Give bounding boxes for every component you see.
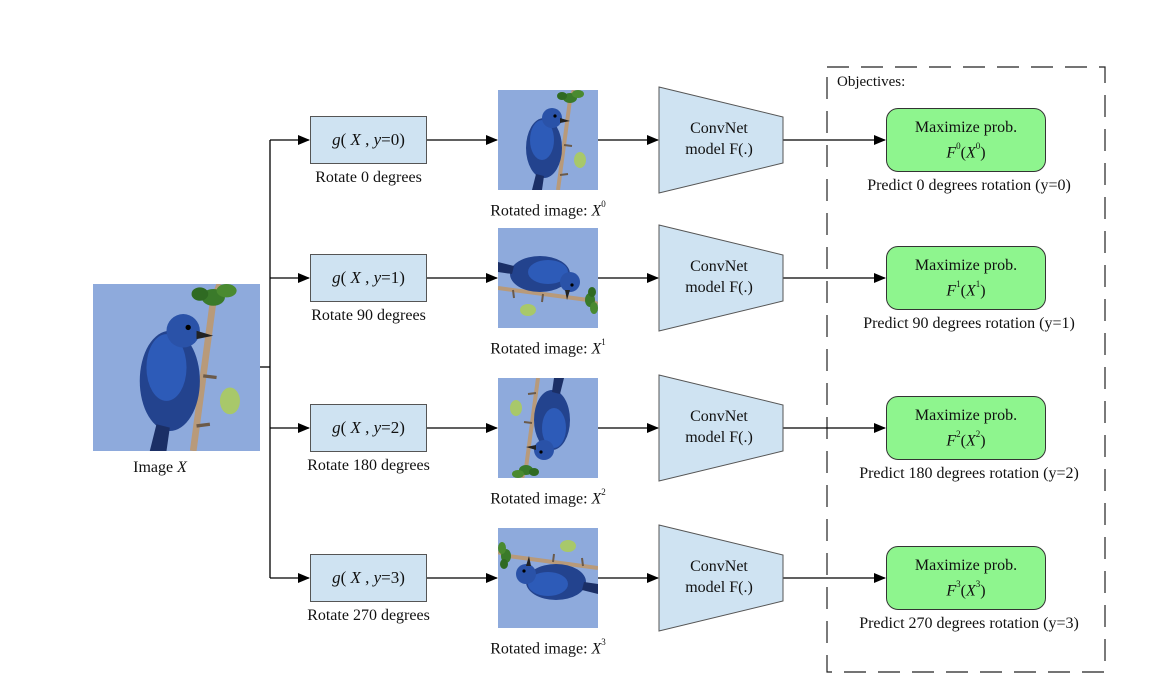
objective-f-sup: 3: [956, 578, 961, 589]
convnet-model: model F(.): [685, 429, 753, 446]
objective-box: Maximize prob. F1(X1): [886, 246, 1046, 310]
rotated-label-text: Rotated image:: [490, 640, 592, 658]
convnet-shape-2: [658, 374, 784, 482]
objective-box: Maximize prob. F2(X2): [886, 396, 1046, 460]
input-label-text: Image: [133, 459, 178, 476]
rotated-label-var: X: [591, 640, 602, 658]
convnet-label: ConvNet model F(.): [685, 256, 753, 298]
convnet-title: ConvNet: [690, 408, 748, 425]
rotated-label-var: X: [591, 202, 602, 220]
objective-formula: F1(X1): [946, 278, 986, 300]
convnet-model: model F(.): [685, 279, 753, 296]
objective-x-sup: 0: [975, 140, 981, 151]
input-image-label: Image X: [133, 458, 187, 478]
rotation-function-box: g( X , y=2): [310, 404, 427, 452]
rotated-label-sup: 2: [601, 487, 606, 497]
convnet-label: ConvNet model F(.): [685, 406, 753, 448]
rotated-image-label: Rotated image: X1: [490, 334, 606, 359]
rotated-label-text: Rotated image:: [490, 202, 592, 220]
input-label-var: X: [177, 459, 187, 476]
bird-icon: [498, 528, 598, 628]
rotated-label-var: X: [591, 490, 602, 508]
predict-label: Predict 0 degrees rotation (y=0): [867, 177, 1071, 194]
bird-icon: [93, 284, 260, 451]
convnet-model: model F(.): [685, 141, 753, 158]
rotated-label-sup: 0: [601, 199, 606, 209]
rotate-label: Rotate 90 degrees: [311, 307, 426, 324]
predict-label: Predict 270 degrees rotation (y=3): [859, 615, 1079, 632]
rotated-image: [498, 378, 598, 478]
rotated-image: [498, 228, 598, 328]
objective-f-sup: 0: [956, 140, 961, 151]
fn-y-value: 1: [390, 268, 400, 287]
predict-label: Predict 180 degrees rotation (y=2): [859, 465, 1079, 482]
objective-formula: F0(X0): [946, 140, 986, 162]
objective-box: Maximize prob. F3(X3): [886, 546, 1046, 610]
rotated-image: [498, 528, 598, 628]
rotation-function-box: g( X , y=0): [310, 116, 427, 164]
convnet-shape-0: [658, 86, 784, 194]
bird-icon: [498, 90, 598, 190]
rotated-label-var: X: [591, 340, 602, 358]
objective-formula: F2(X2): [946, 428, 986, 450]
fn-y-value: 2: [390, 418, 400, 437]
rotated-label-sup: 1: [601, 337, 606, 347]
convnet-shape-3: [658, 524, 784, 632]
objective-formula: F3(X3): [946, 578, 986, 600]
rotation-function-box: g( X , y=1): [310, 254, 427, 302]
rotated-label-text: Rotated image:: [490, 340, 592, 358]
bird-icon: [498, 378, 598, 478]
objective-title: Maximize prob.: [914, 256, 1018, 274]
rotation-function-box: g( X , y=3): [310, 554, 427, 602]
rotate-label: Rotate 180 degrees: [307, 457, 430, 474]
rotated-label-sup: 3: [601, 637, 606, 647]
input-image: [93, 284, 260, 451]
objective-title: Maximize prob.: [914, 118, 1018, 136]
rotated-label-text: Rotated image:: [490, 490, 592, 508]
rotate-label: Rotate 270 degrees: [307, 607, 430, 624]
objective-title: Maximize prob.: [914, 556, 1018, 574]
objective-title: Maximize prob.: [914, 406, 1018, 424]
convnet-title: ConvNet: [690, 258, 748, 275]
objectives-title: Objectives:: [837, 74, 906, 90]
objective-box: Maximize prob. F0(X0): [886, 108, 1046, 172]
objective-f-sup: 1: [956, 278, 961, 289]
convnet-label: ConvNet model F(.): [685, 118, 753, 160]
objective-f-sup: 2: [956, 428, 961, 439]
rotated-image-label: Rotated image: X0: [490, 196, 606, 221]
objectives-frame: [826, 66, 1106, 673]
predict-label: Predict 90 degrees rotation (y=1): [863, 315, 1075, 332]
bird-icon: [498, 228, 598, 328]
rotated-image-label: Rotated image: X3: [490, 634, 606, 659]
fn-y-value: 0: [390, 130, 400, 149]
convnet-model: model F(.): [685, 579, 753, 596]
rotate-label: Rotate 0 degrees: [315, 169, 422, 186]
objective-x-sup: 1: [975, 278, 981, 289]
convnet-shape-1: [658, 224, 784, 332]
objective-x-sup: 2: [975, 428, 981, 439]
rotated-image-label: Rotated image: X2: [490, 484, 606, 509]
convnet-label: ConvNet model F(.): [685, 556, 753, 598]
convnet-title: ConvNet: [690, 120, 748, 137]
fn-y-value: 3: [390, 568, 400, 587]
convnet-title: ConvNet: [690, 558, 748, 575]
objective-x-sup: 3: [975, 578, 981, 589]
rotated-image: [498, 90, 598, 190]
